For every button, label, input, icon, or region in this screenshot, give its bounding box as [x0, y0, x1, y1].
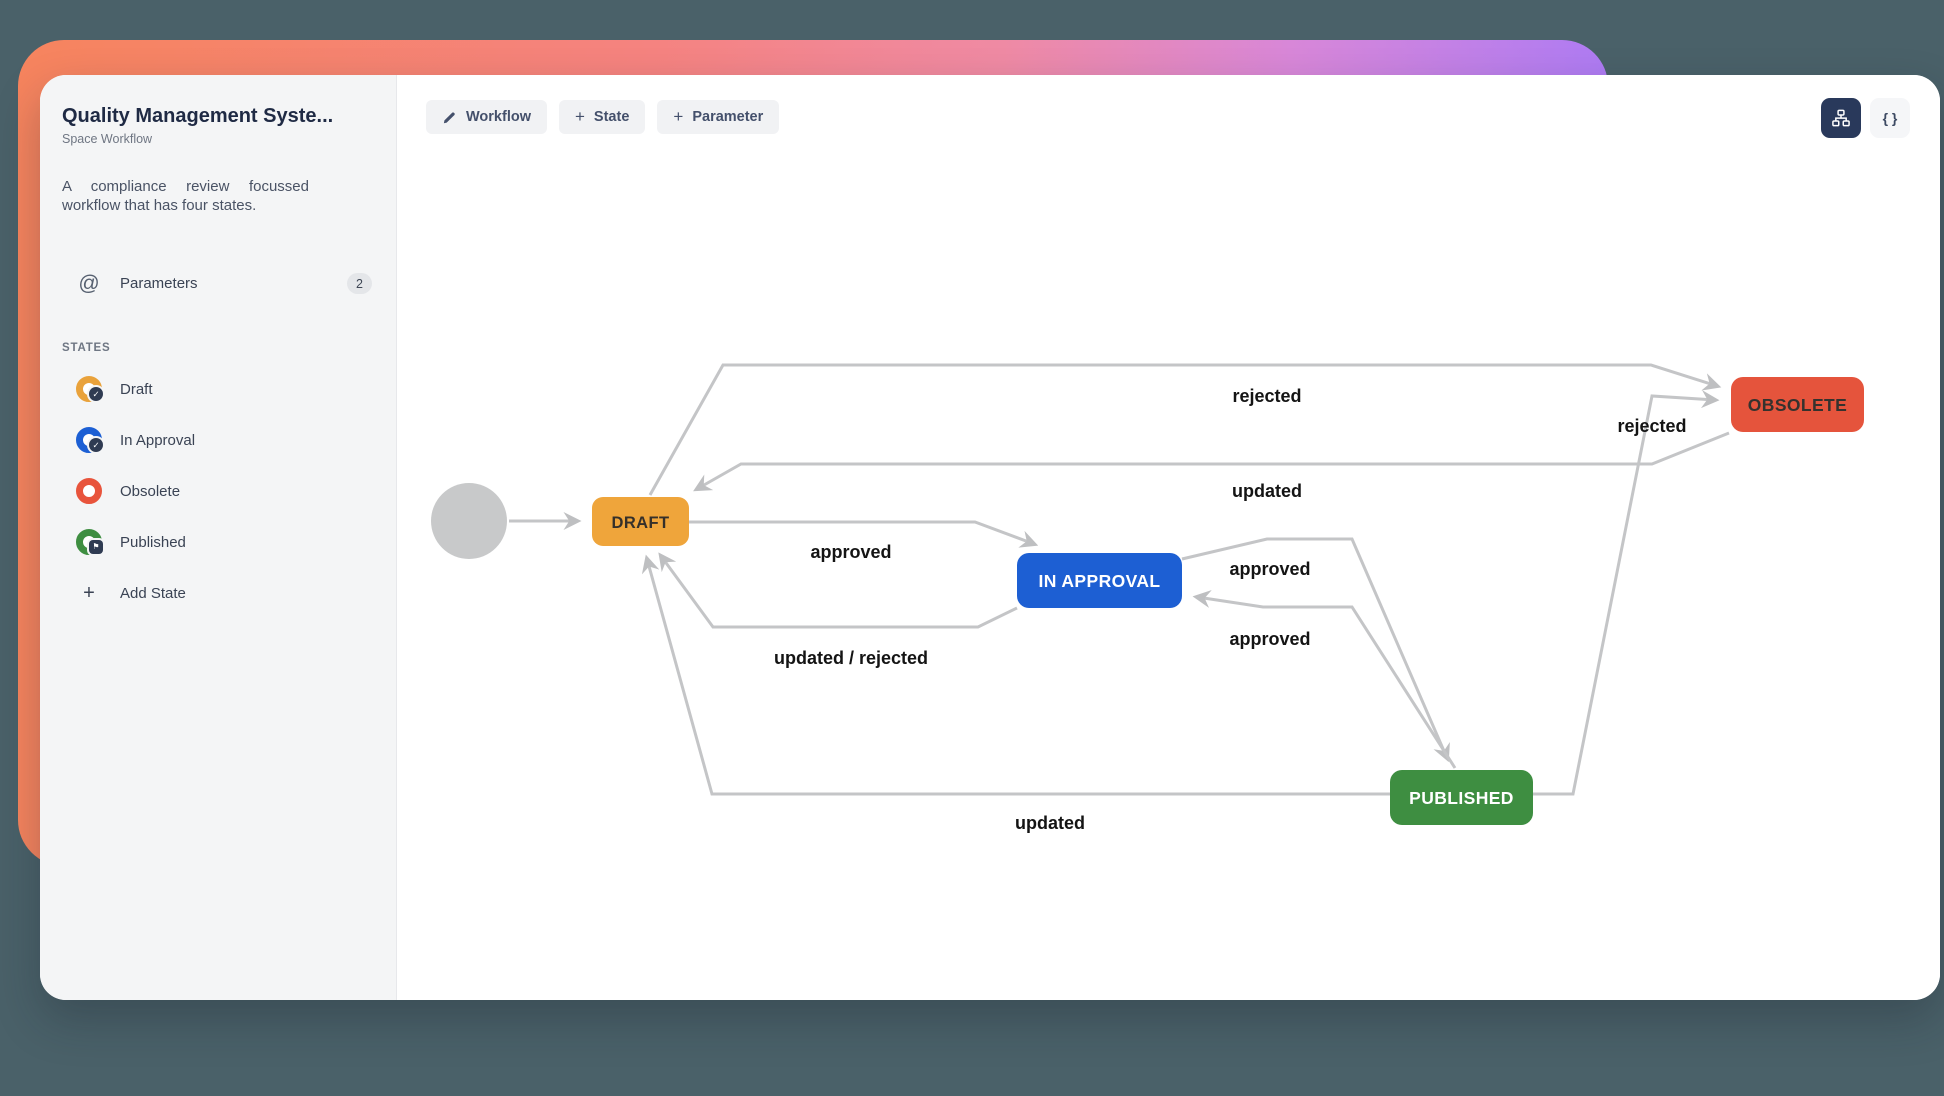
- plus-icon: +: [83, 581, 95, 604]
- sidebar-item-state-draft[interactable]: ✓ Draft: [62, 364, 372, 415]
- state-label: Obsolete: [120, 482, 181, 500]
- states-section-header: STATES: [62, 341, 111, 354]
- canvas-toolbar: Workflow + State + Parameter: [426, 100, 780, 134]
- state-label: Draft: [120, 380, 153, 398]
- parameter-button-label: Parameter: [692, 109, 764, 125]
- edge-label-approved: approved: [1229, 629, 1310, 649]
- view-toggle: { }: [1821, 98, 1910, 138]
- edge-label-updated: updated: [1232, 481, 1302, 501]
- workflow-title: Quality Management Syste...: [62, 105, 334, 127]
- plus-icon: +: [574, 107, 585, 126]
- start-node[interactable]: [431, 483, 507, 559]
- state-node-draft[interactable]: DRAFT: [592, 497, 689, 546]
- obsolete-state-icon: [76, 478, 102, 504]
- workflow-diagram[interactable]: rejected updated approved updated / reje…: [397, 75, 1940, 1000]
- workflow-editor-card: Quality Management Syste... Space Workfl…: [40, 75, 1940, 1000]
- workflow-button-label: Workflow: [466, 109, 531, 125]
- in-approval-state-icon: ✓: [76, 427, 103, 453]
- edge-published-to-obsolete[interactable]: [1532, 390, 1720, 796]
- svg-text:DRAFT: DRAFT: [612, 514, 670, 532]
- workflow-description: A compliance review focussed workflow th…: [62, 178, 309, 214]
- svg-text:IN APPROVAL: IN APPROVAL: [1038, 571, 1160, 591]
- edge-label-updated-rejected: updated / rejected: [774, 648, 928, 668]
- edge-published-to-in-approval[interactable]: [1192, 590, 1457, 769]
- check-badge-icon: ✓: [89, 438, 103, 452]
- edge-label-updated: updated: [1015, 813, 1085, 833]
- edge-label-rejected: rejected: [1617, 416, 1686, 436]
- state-node-obsolete[interactable]: OBSOLETE: [1731, 377, 1864, 432]
- flag-badge-icon: ⚑: [89, 540, 103, 554]
- edge-in-approval-to-draft[interactable]: [658, 552, 1018, 629]
- diagram-view-button[interactable]: [1821, 98, 1861, 138]
- edge-label-approved: approved: [810, 542, 891, 562]
- parameters-label: Parameters: [120, 275, 198, 292]
- check-badge-icon: ✓: [89, 387, 103, 401]
- edge-in-approval-to-published[interactable]: [1181, 537, 1450, 763]
- sidebar-item-state-in-approval[interactable]: ✓ In Approval: [62, 415, 372, 466]
- edge-draft-to-obsolete[interactable]: [648, 363, 1722, 496]
- svg-text:PUBLISHED: PUBLISHED: [1409, 788, 1514, 808]
- workflow-subtitle: Space Workflow: [62, 132, 153, 146]
- edge-obsolete-to-draft[interactable]: [693, 431, 1730, 492]
- state-label: In Approval: [120, 431, 196, 449]
- state-node-in-approval[interactable]: IN APPROVAL: [1017, 553, 1182, 608]
- add-state-button[interactable]: + Add State: [62, 568, 372, 619]
- svg-text:OBSOLETE: OBSOLETE: [1748, 395, 1847, 415]
- state-node-published[interactable]: PUBLISHED: [1390, 770, 1533, 825]
- at-sign-icon: @: [78, 271, 100, 295]
- state-button-label: State: [593, 109, 630, 125]
- sidebar: Quality Management Syste... Space Workfl…: [40, 75, 397, 1000]
- edge-draft-to-in-approval[interactable]: [689, 520, 1039, 548]
- sidebar-item-state-obsolete[interactable]: Obsolete: [62, 466, 372, 517]
- state-label: Published: [120, 533, 186, 551]
- workflow-canvas[interactable]: Workflow + State + Parameter: [397, 75, 1940, 1000]
- code-view-button[interactable]: { }: [1870, 98, 1910, 138]
- add-state-label: Add State: [120, 584, 186, 602]
- edit-workflow-button[interactable]: Workflow: [426, 100, 547, 134]
- add-state-toolbar-button[interactable]: + State: [558, 100, 646, 134]
- edge-label-rejected: rejected: [1232, 386, 1301, 406]
- sidebar-item-state-published[interactable]: ⚑ Published: [62, 517, 372, 568]
- sitemap-icon: [1832, 109, 1850, 127]
- plus-icon: +: [673, 107, 684, 126]
- braces-icon: { }: [1882, 110, 1898, 126]
- add-parameter-toolbar-button[interactable]: + Parameter: [657, 100, 780, 134]
- pencil-icon: [443, 111, 455, 123]
- draft-state-icon: ✓: [76, 376, 103, 402]
- parameters-count-badge: 2: [347, 273, 372, 294]
- sidebar-item-parameters[interactable]: @ Parameters 2: [62, 264, 372, 304]
- edge-label-approved: approved: [1229, 559, 1310, 579]
- edge-published-to-draft[interactable]: [641, 554, 1390, 796]
- published-state-icon: ⚑: [76, 529, 103, 555]
- states-list: ✓ Draft ✓ In Approval: [62, 364, 372, 568]
